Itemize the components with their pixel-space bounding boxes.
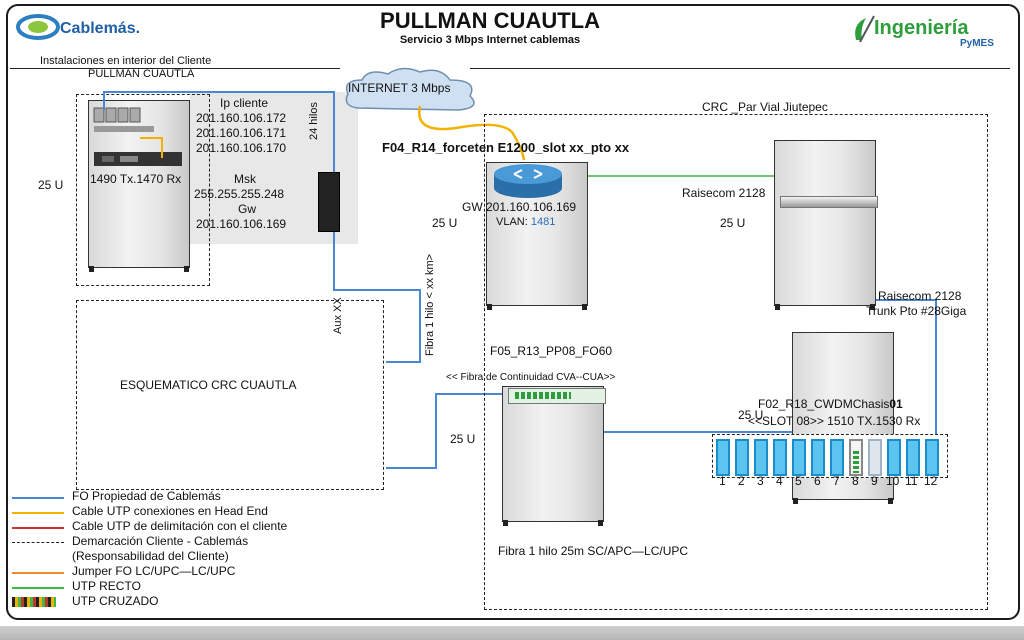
legend-swatch-jumper	[12, 572, 64, 574]
cwdm-slot-9	[868, 439, 882, 476]
slot-number-1: 1	[719, 474, 726, 488]
client-cpe-equipment-icon	[93, 107, 182, 166]
cwdm-slot-4	[773, 439, 787, 476]
client-ip-1: 201.160.106.172	[196, 111, 287, 125]
client-demarcation-box	[76, 94, 210, 286]
slot-number-2: 2	[738, 474, 745, 488]
cwdm-slot-2	[735, 439, 749, 476]
internet-cloud-icon: INTERNET 3 Mbps	[345, 67, 475, 111]
client-ip-label: Ip cliente	[220, 96, 269, 110]
legend-swatch-utp-headend	[12, 512, 64, 514]
slot-number-9: 9	[871, 474, 878, 488]
client-gw-value: 201.160.106.169	[196, 217, 287, 231]
router-rack-units: 25 U	[432, 216, 458, 230]
patch-rack-units: 25 U	[450, 432, 476, 446]
raisecom-rack-units: 25 U	[720, 216, 746, 230]
cablemas-logo-text: Cablemás.	[60, 20, 140, 37]
cwdm-slot-5	[792, 439, 806, 476]
pymes-logo-text: PyMES	[960, 38, 994, 49]
client-site-name: PULLMAN CUAUTLA	[88, 68, 195, 80]
ingenieria-logo-text: Ingeniería	[874, 17, 969, 39]
slot-number-8: 8	[852, 474, 859, 488]
legend-swatch-demarcation	[12, 542, 64, 543]
slot-number-12: 12	[924, 474, 938, 488]
schematic-crc-box	[76, 300, 384, 490]
client-section-label: Instalaciones en interior del Cliente	[40, 55, 212, 67]
legend-swatch-fo	[12, 497, 64, 499]
legend-fo: FO Propiedad de Cablemás	[72, 489, 221, 503]
client-ip-2: 201.160.106.171	[196, 126, 287, 140]
cwdm-slot-12	[925, 439, 939, 476]
ingenieria-pymes-logo: Ingeniería PyMES	[855, 15, 994, 49]
patch-panel-label: F05_R13_PP08_FO60	[490, 344, 613, 358]
legend-demarcation: Demarcación Cliente - Cablemás	[72, 534, 249, 548]
legend-demarcation-note: (Responsabilidad del Cliente)	[72, 549, 229, 563]
legend-utp-recto: UTP RECTO	[72, 579, 141, 593]
cwdm-slot-10	[887, 439, 901, 476]
legend-jumper: Jumper FO LC/UPC—LC/UPC	[72, 564, 236, 578]
cwdm-label-bold: 01	[889, 397, 903, 411]
cwdm-slot-7	[830, 439, 844, 476]
cwdm-slot-11	[906, 439, 920, 476]
header-rule-left	[10, 68, 340, 69]
slot-number-10: 10	[886, 474, 900, 488]
raisecom-trunk-label-2: Trunk Pto #28Giga	[866, 304, 967, 318]
vlan-label: VLAN: 1481	[496, 216, 555, 228]
slot-number-4: 4	[776, 474, 783, 488]
fiber-patch-panel-icon	[508, 388, 606, 404]
legend-swatch-utp-recto	[12, 587, 64, 589]
router-icon	[494, 164, 562, 198]
cwdm-slot-6	[811, 439, 825, 476]
slot-number-7: 7	[833, 474, 840, 488]
cwdm-label: F02_R18_CWDMChasis01	[758, 397, 903, 411]
client-sfp-label: 1490 Tx.1470 Rx	[90, 172, 182, 186]
vlan-value: 1481	[530, 216, 556, 228]
raisecom-switch-icon	[780, 196, 878, 208]
client-ip-3: 201.160.106.170	[196, 141, 287, 155]
crc-box	[484, 114, 988, 610]
raisecom-rack	[774, 140, 876, 310]
gateway-ip-label: GW 201.160.106.169	[462, 200, 577, 214]
crc-label: CRC _Par Vial Jiutepec	[702, 100, 828, 114]
router-label: F04_R14_forceten E1200_slot xx_pto xx	[382, 140, 630, 155]
client-fiber-patch-device	[318, 172, 340, 232]
raisecom-trunk-label-1: Raisecom 2128	[878, 289, 962, 303]
cablemas-logo: Cablemás.	[16, 14, 140, 40]
cwdm-slot-label: <<SLOT 08>> 1510 TX.1530 Rx	[748, 414, 921, 428]
legend-utp-headend: Cable UTP conexiones en Head End	[72, 504, 268, 518]
cwdm-label-prefix: F02_R18_CWDMChasis	[758, 397, 890, 411]
patch-panel-rack	[502, 386, 604, 526]
legend-swatch-utp-cruzado	[12, 597, 56, 607]
cwdm-slot-8	[849, 439, 863, 476]
slot-number-11: 11	[905, 474, 918, 488]
slot-number-6: 6	[814, 474, 821, 488]
fiber-note: Fibra 1 hilo 25m SC/APC—LC/UPC	[498, 544, 689, 558]
diagram-subtitle: Servicio 3 Mbps Internet cablemas	[399, 34, 581, 46]
header-rule-right	[470, 68, 1010, 69]
cwdm-slot-1	[716, 439, 730, 476]
internet-cloud-label: INTERNET 3 Mbps	[348, 81, 450, 95]
client-rack-units: 25 U	[38, 178, 64, 192]
cwdm-rack-units: 25 U	[738, 408, 764, 422]
continuity-label: << Fibra de Continuidad CVA--CUA>>	[446, 372, 616, 383]
client-msk-label: Msk	[234, 172, 256, 186]
diagram-title: PULLMAN CUAUTLA	[380, 8, 600, 33]
client-gw-label: Gw	[238, 202, 256, 216]
legend-swatch-utp-client	[12, 527, 64, 529]
slot-number-3: 3	[757, 474, 764, 488]
slot-number-5: 5	[795, 474, 802, 488]
schematic-label: ESQUEMATICO CRC CUAUTLA	[120, 378, 297, 392]
client-msk-value: 255.255.255.248	[194, 187, 285, 201]
cwdm-slot-3	[754, 439, 768, 476]
fiber-distance-label: Fibra 1 hilo < xx km>	[424, 253, 436, 356]
legend-utp-cruzado: UTP CRUZADO	[72, 594, 159, 608]
raisecom-label: Raisecom 2128	[682, 186, 766, 200]
legend-utp-client: Cable UTP de delimitación con el cliente	[72, 519, 288, 533]
bottom-scrollbar[interactable]	[0, 626, 1024, 640]
vlan-label-text: VLAN:	[496, 216, 531, 228]
